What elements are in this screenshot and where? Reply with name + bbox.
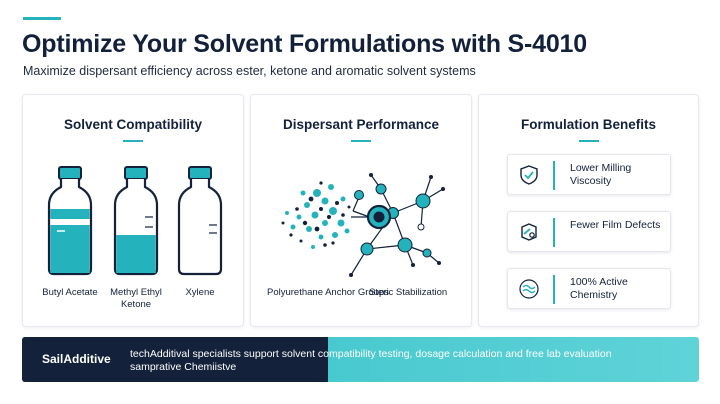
footer-message-line-2: samprative Chemiistvе xyxy=(130,360,237,373)
polyurethane-anchor-groups-label: Polyurethane Anchor Groups xyxy=(267,287,389,298)
page-title: Optimize Your Solvent Formulations with … xyxy=(22,30,587,58)
benefit-card-fewer-film-defects: Fewer Film Defects xyxy=(507,211,671,252)
steric-stabilization-label: Steric Stabilization xyxy=(369,287,448,298)
page-subtitle: Maximize dispersant efficiency across es… xyxy=(23,64,476,78)
film-repair-icon xyxy=(521,223,537,241)
brand-logo: SailAdditive xyxy=(42,352,111,366)
benefit-accent-bar xyxy=(553,275,555,304)
bottle-label-xylene: Xylene xyxy=(185,287,215,298)
formulation-benefits-panel: Formulation Benefits Lower Milling Visco… xyxy=(478,94,699,327)
panel-divider xyxy=(123,140,143,142)
solvent-compatibility-panel: Solvent Compatibility Butyl Acetate Meth… xyxy=(22,94,244,327)
shield-check-icon xyxy=(520,165,538,185)
benefit-label: Lower Milling Viscosity xyxy=(570,162,632,187)
dispersant-performance-panel: Dispersant Performance xyxy=(250,94,472,327)
accent-rule xyxy=(23,17,61,20)
panel-title: Formulation Benefits xyxy=(520,117,656,132)
footer-message-line-1: techAdditival specialists support solven… xyxy=(130,348,612,360)
panel-title: Solvent Compatibility xyxy=(63,117,202,132)
bottle-methyl-ethyl-ketone-icon xyxy=(113,166,159,276)
footer-banner: SailAdditive techAdditival specialists s… xyxy=(22,337,699,382)
bottle-label-methyl-ethyl-ketone: Methyl Ethyl Ketone xyxy=(110,287,162,310)
footer-message: techAdditival specialists support solven… xyxy=(130,348,612,373)
panel-title: Dispersant Performance xyxy=(282,117,440,132)
bottle-label-butyl-acetate: Butyl Acetate xyxy=(42,287,98,298)
bottle-butyl-acetate-icon xyxy=(47,166,93,276)
wave-chemistry-icon xyxy=(519,279,539,299)
benefit-card-lower-milling-viscosity: Lower Milling Viscosity xyxy=(507,154,671,195)
benefit-accent-bar xyxy=(553,218,555,247)
benefit-label: 100% Active Chemistry xyxy=(570,276,628,301)
panel-divider xyxy=(578,140,599,142)
bottle-xylene-icon xyxy=(177,166,223,276)
benefit-accent-bar xyxy=(553,161,555,190)
footer-brand-block xyxy=(22,337,328,382)
dispersant-molecule-diagram xyxy=(281,173,445,277)
panel-divider xyxy=(351,140,371,142)
benefit-label: Fewer Film Defects xyxy=(570,219,661,231)
benefit-card-active-chemistry: 100% Active Chemistry xyxy=(507,268,671,309)
